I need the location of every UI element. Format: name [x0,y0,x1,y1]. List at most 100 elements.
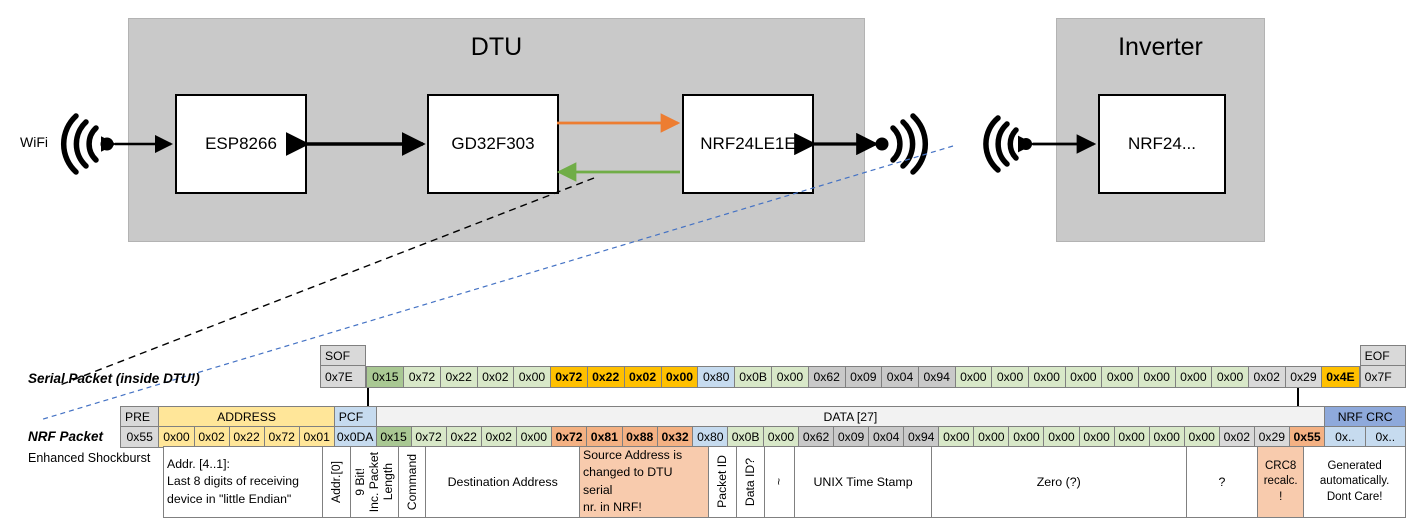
nrf-crc-header: NRF CRC [1324,406,1406,427]
anno-packet-id: Packet ID [707,446,737,518]
nrf-data-byte-19: 0x00 [1043,426,1080,448]
nrf-packet-value-row: 0x55 0x00 0x02 0x22 0x72 0x01 0x0DA 0x15… [119,426,1406,448]
chip-nrf24: NRF24... [1098,94,1226,194]
serial-byte-22: 0x00 [1174,365,1213,388]
chip-gd32f303: GD32F303 [427,94,559,194]
serial-byte-11: 0x00 [771,365,809,388]
serial-eof-value: 0x7F [1359,365,1406,388]
anno-address-note: Addr. [4..1]: Last 8 digits of receiving… [163,446,324,518]
serial-byte-21: 0x00 [1137,365,1176,388]
anno-source-address-l3: nr. in NRF! [583,500,642,515]
serial-byte-23: 0x00 [1211,365,1249,388]
nrf-data-byte-14: 0x04 [868,426,905,448]
nrf-data-byte-12: 0x62 [798,426,835,448]
chip-gd32f303-label: GD32F303 [451,134,535,153]
serial-packet-header-row: SOF EOF [319,345,1406,366]
nrf-packet-header-row: PRE ADDRESS PCF DATA [27] NRF CRC [119,406,1406,427]
serial-byte-9: 0x80 [697,365,736,388]
serial-byte-16: 0x00 [954,365,993,388]
anno-source-address-l1: Source Address is [583,448,683,462]
anno-address-note-l3: device in "little Endian" [167,491,292,506]
serial-byte-7: 0x02 [623,365,662,388]
nrf-data-byte-24: 0x02 [1218,426,1255,448]
nrf-packet-row-label: NRF Packet [28,429,104,444]
anno-destination-address: Destination Address [425,446,581,518]
chip-nrf24le1e-label: NRF24LE1E [700,134,796,153]
anno-pcf-note: 9 Bit! Inc. Packet Length [350,446,399,518]
anno-crc-note-l3: Dont Care! [1326,490,1383,503]
nrf-data-byte-9: 0x80 [692,426,729,448]
nrf-data-byte-17: 0x00 [973,426,1010,448]
nrf-addr-1: 0x72 [263,426,300,448]
nrf-data-byte-23: 0x00 [1183,426,1220,448]
anno-crc8: CRC8 recalc. ! [1257,446,1305,518]
serial-byte-6: 0x22 [586,365,625,388]
serial-packet-row-label: Serial Packet (inside DTU!) [28,371,200,386]
enhanced-shockburst-label: Enhanced Shockburst [28,451,151,465]
dtu-title: DTU [470,33,523,61]
nrf-annotation-row: Addr. [4..1]: Last 8 digits of receiving… [120,446,1406,518]
nrf-data-byte-25: 0x29 [1253,426,1290,448]
nrf-addr-2: 0x22 [228,426,265,448]
serial-byte-1: 0x72 [403,365,441,388]
anno-crc-note: Generated automatically. Dont Care! [1303,446,1406,518]
nrf-data-byte-5: 0x72 [550,426,588,448]
nrf-address-header: ADDRESS [158,406,335,427]
nrf-data-byte-11: 0x00 [762,426,800,448]
chip-nrf24-label: NRF24... [1127,134,1197,153]
nrf-addr-3: 0x02 [193,426,230,448]
serial-byte-14: 0x04 [881,365,919,388]
anno-tilde: ~ [763,446,796,518]
chip-nrf24le1e: NRF24LE1E [682,94,814,194]
serial-byte-17: 0x00 [991,365,1029,388]
serial-byte-3: 0x02 [476,365,515,388]
chip-esp8266-label: ESP8266 [205,134,277,153]
nrf-data-byte-13: 0x09 [833,426,870,448]
anno-address-note-l1: Addr. [4..1]: [167,456,230,471]
nrf-pre-header: PRE [119,406,160,427]
nrf-crc-byte-1: 0x.. [1364,426,1406,448]
anno-source-address-l2: changed to DTU serial [583,465,673,497]
nrf-data-byte-15: 0x94 [903,426,940,448]
serial-byte-4: 0x00 [513,365,551,388]
serial-byte-0: 0x15 [366,365,405,388]
anno-data-id: Data ID? [735,446,765,518]
system-block-diagram: DTU ESP8266 GD32F303 NRF24LE1E Inverter … [20,18,1265,242]
serial-byte-10: 0x0B [734,365,773,388]
nrf-data-byte-8: 0x32 [656,426,694,448]
nrf-data-byte-21: 0x00 [1113,426,1150,448]
anno-zero: Zero (?) [930,446,1187,518]
serial-byte-2: 0x22 [439,365,478,388]
nrf-data-header: DATA [27] [375,406,1326,427]
serial-sof-header: SOF [319,345,367,366]
nrf-data-byte-2: 0x22 [445,426,482,448]
serial-byte-20: 0x00 [1101,365,1139,388]
wifi-label: WiFi [20,134,48,150]
anno-question: ? [1185,446,1259,518]
nrf-crc-byte-0: 0x.. [1324,426,1366,448]
serial-byte-13: 0x09 [844,365,883,388]
nrf-data-byte-1: 0x72 [410,426,447,448]
nrf-pcf-header: PCF [333,406,377,427]
nrf-data-byte-26: 0x55 [1288,426,1326,448]
nrf-data-byte-16: 0x00 [938,426,975,448]
serial-byte-24: 0x02 [1247,365,1286,388]
anno-spacer [120,447,164,518]
anno-address-note-l2: Last 8 digits of receiving [167,474,299,489]
anno-crc-note-l1: Generated [1327,459,1382,472]
anno-crc8-l1: CRC8 [1265,459,1297,472]
anno-crc-note-l2: automatically. [1319,475,1390,488]
serial-header-gap [365,345,1361,366]
serial-byte-5: 0x72 [549,365,588,388]
anno-command: Command [397,446,427,518]
inverter-title: Inverter [1118,33,1203,61]
nrf-data-byte-10: 0x0B [727,426,764,448]
serial-sof-value: 0x7E [319,365,367,388]
chip-esp8266: ESP8266 [175,94,307,194]
anno-unix-time-stamp: UNIX Time Stamp [794,446,932,518]
serial-byte-26: 0x4E [1321,365,1360,388]
anno-addr0: Addr.[0] [322,446,352,518]
nrf-addr-4: 0x00 [158,426,195,448]
